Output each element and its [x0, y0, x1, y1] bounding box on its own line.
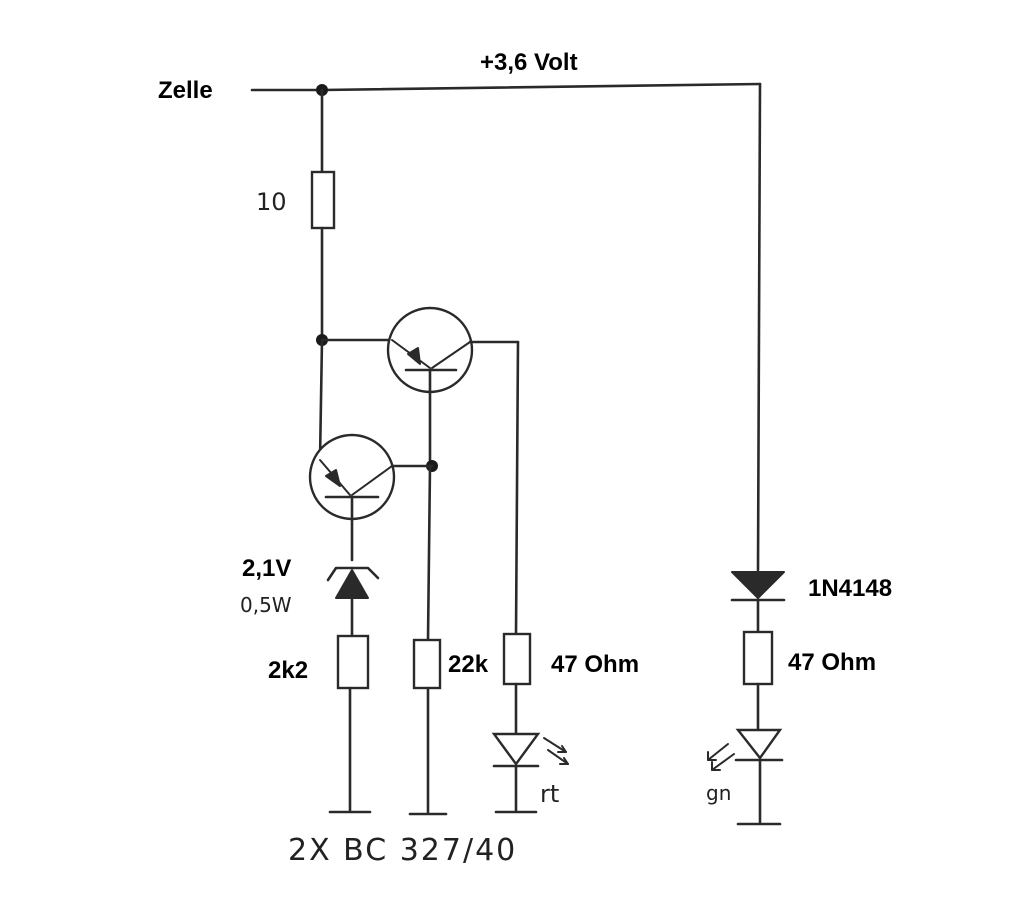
led-green-ray-head-1 [707, 751, 717, 761]
label-led-green: gn [706, 781, 731, 805]
label-r-zener: 2k2 [268, 657, 308, 684]
led-green-ray-head-2 [711, 761, 721, 771]
led-green-ray-1 [707, 743, 729, 761]
label-zener-power: 0,5W [240, 593, 292, 617]
led-red-ray-1 [543, 737, 567, 753]
zener-diode-triangle [335, 569, 369, 599]
supply-rail-wire [250, 82, 762, 92]
label-transistors: 2X BC 327/40 [288, 833, 517, 868]
wire-t2-to-r47-red [514, 340, 520, 636]
label-r-base: 22k [448, 651, 489, 678]
label-diode-type: 1N4148 [808, 575, 892, 602]
transistor-upper-collector [431, 341, 471, 369]
zener-diode-bar [326, 566, 380, 582]
resistor-22k [412, 638, 442, 690]
label-r-top: 10 [256, 188, 287, 216]
transistor-lower-emitter-arrow [325, 469, 341, 487]
led-red-ray-head-2 [559, 757, 569, 765]
label-zener-voltage: 2,1V [242, 555, 291, 582]
resistor-10 [310, 170, 336, 230]
transistor-upper-emitter-arrow [407, 347, 421, 365]
resistor-47-red [502, 632, 532, 686]
resistor-2k2 [336, 634, 370, 690]
led-green-ray-2 [711, 753, 735, 771]
label-led-red: rt [540, 780, 559, 808]
led-red-ray-2 [547, 749, 569, 765]
resistor-47-green [742, 630, 774, 686]
label-zelle: Zelle [158, 77, 213, 104]
led-red-triangle [491, 732, 541, 767]
led-red-ray-head-1 [557, 745, 567, 753]
diode-1n4148-triangle [731, 571, 785, 599]
led-green-triangle [735, 728, 783, 761]
label-r-green-led: 47 Ohm [788, 649, 876, 676]
label-r-red-led: 47 Ohm [551, 651, 639, 678]
label-supply-voltage: +3,6 Volt [480, 49, 578, 76]
wire-rail-right-down [756, 82, 762, 572]
transistor-lower-collector [351, 465, 393, 496]
wire-node-to-t1-emitter [318, 338, 324, 462]
wire-base-node-to-r22k [426, 464, 432, 642]
